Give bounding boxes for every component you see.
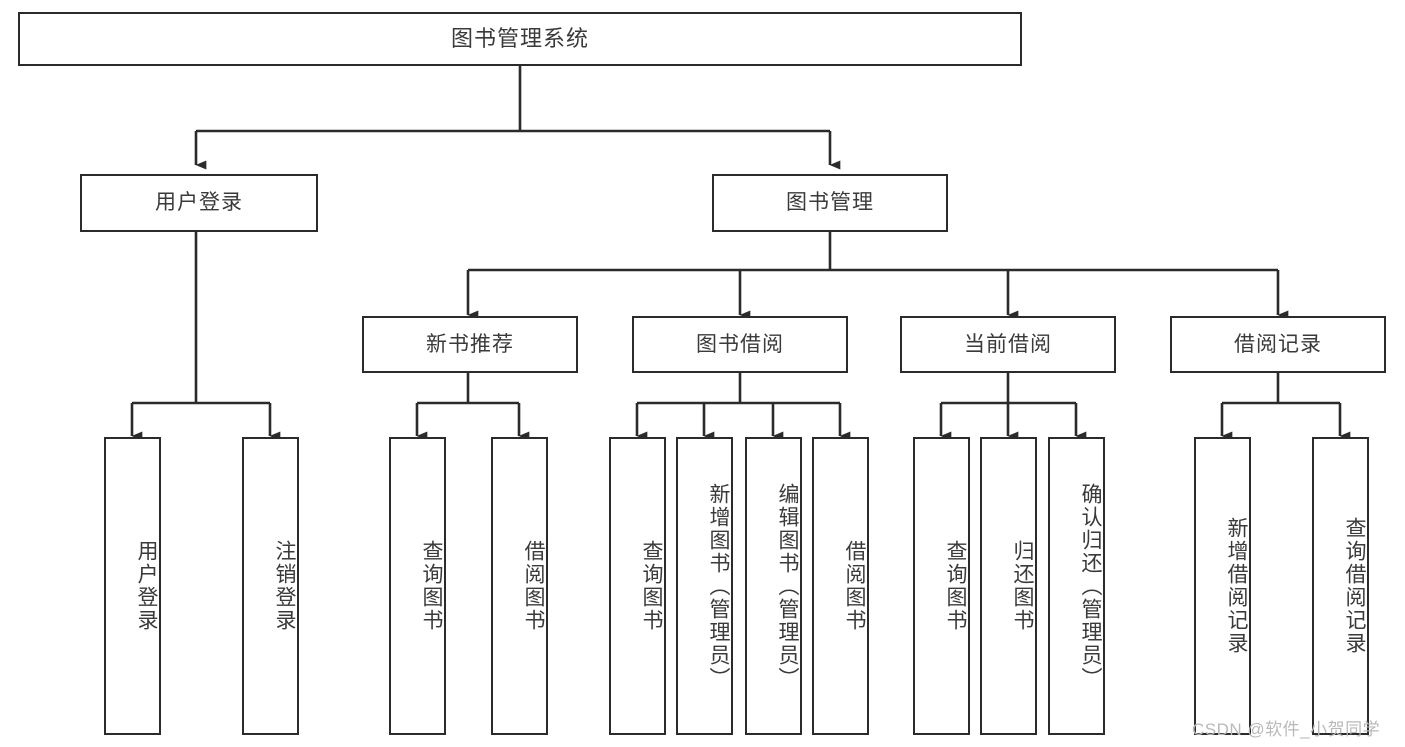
node-root-book-management-system[interactable]: 图书管理系统	[18, 12, 1022, 66]
node-label: 借阅图书	[843, 540, 866, 632]
node-user-login[interactable]: 用户登录	[80, 174, 318, 232]
node-label: 查询图书	[944, 540, 967, 632]
watermark-text: CSDN @软件_小贺同学	[1192, 720, 1381, 739]
node-borrow-record[interactable]: 借阅记录	[1170, 316, 1386, 373]
node-label: 图书借阅	[696, 332, 784, 356]
leaf-add-borrow-record[interactable]: 新增借阅记录	[1194, 437, 1251, 735]
node-label: 编辑图书（管理员）	[776, 482, 799, 690]
node-label: 归还图书	[1011, 540, 1034, 632]
leaf-add-book-admin[interactable]: 新增图书（管理员）	[676, 437, 733, 735]
node-label: 借阅记录	[1234, 332, 1322, 356]
node-label: 图书管理系统	[450, 25, 589, 51]
leaf-return-book[interactable]: 归还图书	[980, 437, 1037, 735]
leaf-borrow-book[interactable]: 借阅图书	[812, 437, 869, 735]
node-current-borrow[interactable]: 当前借阅	[900, 316, 1116, 373]
leaf-borrow-book-recommend[interactable]: 借阅图书	[491, 437, 548, 735]
node-label: 注销登录	[273, 540, 296, 632]
node-book-management[interactable]: 图书管理	[712, 174, 948, 232]
leaf-edit-book-admin[interactable]: 编辑图书（管理员）	[745, 437, 802, 735]
leaf-user-login[interactable]: 用户登录	[104, 437, 161, 735]
node-label: 用户登录	[135, 540, 158, 632]
node-label: 新增借阅记录	[1225, 517, 1248, 655]
node-label: 确认归还（管理员）	[1079, 482, 1102, 690]
node-new-book-recommend[interactable]: 新书推荐	[362, 316, 578, 373]
node-label: 图书管理	[786, 191, 874, 215]
node-label: 新增图书（管理员）	[707, 482, 730, 690]
leaf-logout[interactable]: 注销登录	[242, 437, 299, 735]
node-label: 查询图书	[420, 540, 443, 632]
node-label: 用户登录	[155, 191, 243, 215]
node-label: 查询借阅记录	[1343, 517, 1366, 655]
node-label: 当前借阅	[964, 332, 1052, 356]
leaf-query-borrow-record[interactable]: 查询借阅记录	[1312, 437, 1369, 735]
node-book-borrow[interactable]: 图书借阅	[632, 316, 848, 373]
leaf-query-book-borrow[interactable]: 查询图书	[609, 437, 666, 735]
node-label: 新书推荐	[426, 332, 514, 356]
node-label: 查询图书	[640, 540, 663, 632]
leaf-confirm-return-admin[interactable]: 确认归还（管理员）	[1048, 437, 1105, 735]
leaf-query-book-recommend[interactable]: 查询图书	[389, 437, 446, 735]
node-label: 借阅图书	[522, 540, 545, 632]
leaf-query-book-current[interactable]: 查询图书	[913, 437, 970, 735]
